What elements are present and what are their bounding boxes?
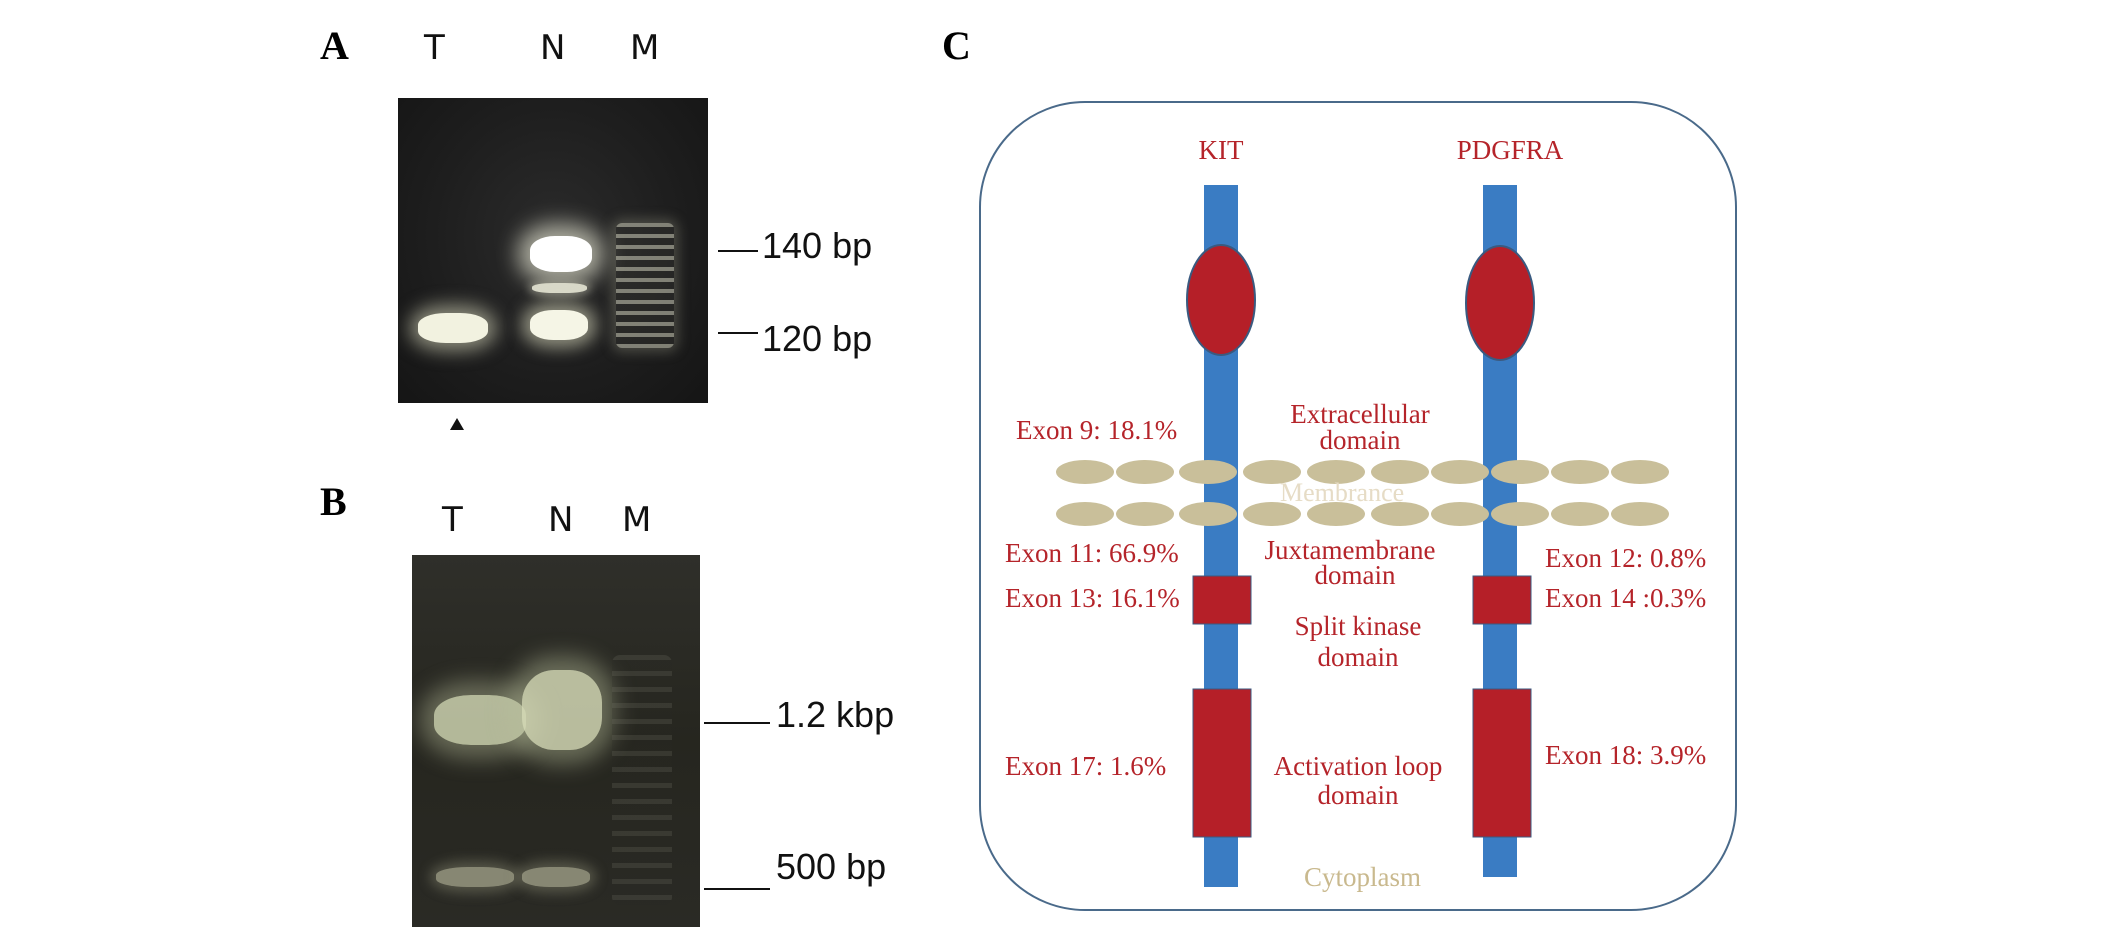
gel-a-band-n-140 [530,236,592,272]
marker-label-140bp: 140 bp [762,225,873,266]
kit-exon-13-label: Exon 13: 16.1% [1005,583,1180,613]
marker-line-500bp [704,888,770,890]
panel-b-lane-n: N [548,500,574,540]
panel-c-letter: C [942,23,971,68]
gel-b-band-n-500 [522,867,590,887]
kit-exon-11-label: Exon 11: 66.9% [1005,538,1179,568]
gel-a-band-t-120 [418,313,488,343]
juxtamembrane-domain-label-1: Juxtamembrane [1264,535,1436,565]
pdgfra-split-kinase-box [1472,575,1532,625]
gel-b-band-n-1200 [522,670,602,750]
kit-activation-loop-box [1192,688,1252,838]
panel-a-letter: A [320,23,349,68]
marker-line-1-2kbp [704,722,770,724]
diagram-frame [979,101,1737,911]
cytoplasm-label: Cytoplasm [1304,862,1422,892]
juxtamembrane-domain-label-2: domain [1314,560,1396,590]
membrane-bilayer [1056,460,1669,526]
gel-a-band-n-130 [532,283,587,293]
gel-a-ladder [616,223,674,348]
split-kinase-domain-label-2: domain [1317,642,1399,672]
gel-image-b [412,555,700,927]
pdgfra-activation-loop-box [1472,688,1532,838]
membrane-label: Membrance [1280,478,1405,507]
extracellular-domain-label-1: Extracellular [1290,399,1430,429]
kit-exon-17-label: Exon 17: 1.6% [1005,751,1167,781]
kit-label: KIT [1198,135,1244,165]
gel-b-ladder [612,655,672,905]
gel-a-band-n-120 [530,310,588,340]
marker-label-500bp: 500 bp [776,846,887,887]
activation-loop-domain-label-2: domain [1317,780,1399,810]
kit-extracellular-oval [1186,244,1256,356]
pdgfra-label: PDGFRA [1456,135,1564,165]
arrowhead-icon [450,418,464,430]
kit-split-kinase-box [1192,575,1252,625]
pdgfra-exon-14-label: Exon 14 :0.3% [1545,583,1707,613]
gel-b-band-t-500 [436,867,514,887]
marker-line-120bp [718,332,758,334]
pdgfra-exon-12-label: Exon 12: 0.8% [1545,543,1707,573]
marker-line-140bp [718,250,758,252]
activation-loop-domain-label-1: Activation loop [1273,751,1443,781]
gel-image-a [398,98,708,403]
gel-b-band-t-1200 [434,695,526,745]
panel-b-letter: B [320,479,347,524]
marker-label-120bp: 120 bp [762,318,873,359]
panel-a-lane-m: M [630,28,660,68]
pdgfra-exon-18-label: Exon 18: 3.9% [1545,740,1707,770]
panel-b-lane-t: T [442,500,463,540]
marker-label-1-2kbp: 1.2 kbp [776,694,895,735]
split-kinase-domain-label-1: Split kinase [1294,611,1422,641]
extracellular-domain-label-2: domain [1319,425,1401,455]
kit-exon-9-label: Exon 9: 18.1% [1016,415,1178,445]
panel-a-lane-t: T [424,28,445,68]
panel-a-lane-n: N [540,28,566,68]
panel-b-lane-m: M [622,500,652,540]
pdgfra-extracellular-oval [1465,245,1535,361]
